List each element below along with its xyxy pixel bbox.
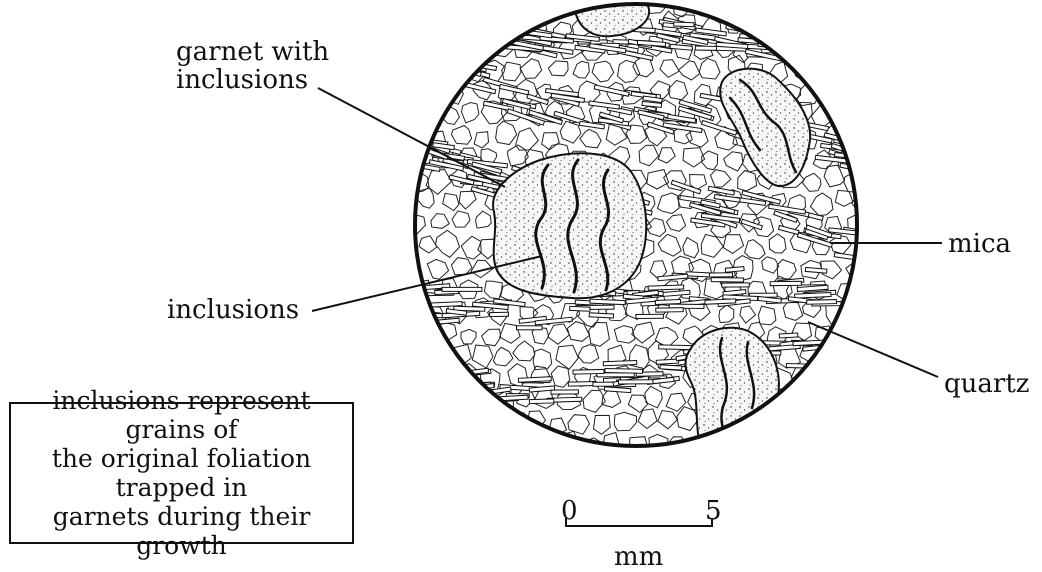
scale-bar bbox=[566, 518, 712, 527]
mica-flake bbox=[456, 13, 496, 22]
quartz-grain bbox=[391, 238, 412, 257]
mica-flake bbox=[660, 365, 682, 370]
mica-flake bbox=[776, 47, 800, 51]
note-line-2: the original foliation trapped in bbox=[11, 444, 352, 502]
quartz-label: quartz bbox=[944, 370, 1029, 398]
quartz-grain bbox=[473, 38, 495, 57]
scale-unit-label: mm bbox=[614, 543, 663, 571]
mica-flake bbox=[761, 35, 792, 43]
mica-flake bbox=[674, 22, 694, 27]
mica-flake bbox=[809, 359, 849, 366]
quartz-grain bbox=[430, 342, 450, 361]
mica-flake bbox=[846, 311, 865, 317]
mica-flake bbox=[439, 65, 458, 73]
quartz-grain bbox=[389, 190, 409, 209]
mica-flake bbox=[603, 360, 637, 365]
scale-min-label: 0 bbox=[561, 497, 578, 525]
mica-flake bbox=[570, 306, 590, 311]
mica-flake bbox=[709, 273, 732, 277]
explanation-note-box: inclusions represent grains of the origi… bbox=[9, 402, 354, 544]
quartz-grain bbox=[504, 17, 521, 34]
mica-flake bbox=[410, 41, 448, 57]
quartz-grain bbox=[822, 83, 841, 103]
mica-flake bbox=[482, 15, 502, 19]
thin-section-view bbox=[389, 0, 877, 474]
quartz-grain bbox=[417, 327, 438, 347]
quartz-grain bbox=[826, 348, 845, 368]
mica-flake bbox=[648, 285, 684, 290]
mica-flake bbox=[779, 333, 798, 338]
quartz-grain bbox=[857, 235, 878, 254]
mica-flake bbox=[551, 390, 578, 394]
note-line-3: garnets during their growth bbox=[11, 502, 352, 560]
mica-flake bbox=[656, 359, 678, 364]
mica-flake bbox=[419, 55, 450, 66]
quartz-grain bbox=[780, 389, 802, 414]
mica-flake bbox=[821, 362, 842, 369]
mica-flake bbox=[781, 40, 810, 51]
mica-flake bbox=[807, 300, 837, 305]
quartz-grain bbox=[430, 85, 451, 103]
quartz-grain bbox=[633, 457, 651, 474]
mica-flake bbox=[568, 381, 596, 386]
mica-flake bbox=[470, 30, 495, 38]
mica-flake bbox=[705, 299, 736, 304]
mica-flake bbox=[605, 368, 643, 373]
inclusions-label: inclusions bbox=[167, 296, 299, 324]
mica-flake bbox=[411, 310, 433, 314]
mica-flake bbox=[589, 313, 613, 318]
mica-flake bbox=[409, 56, 440, 65]
quartz-grain bbox=[832, 104, 857, 125]
mica-flake bbox=[490, 312, 509, 316]
garnet-label-line-1: garnet with bbox=[176, 38, 329, 66]
quartz-grain bbox=[541, 0, 559, 12]
note-line-1: inclusions represent grains of bbox=[11, 386, 352, 444]
mica-flake bbox=[486, 23, 506, 31]
mica-flake bbox=[770, 281, 801, 285]
garnet-label-line-2: inclusions bbox=[176, 66, 329, 94]
quartz-leader-line bbox=[808, 322, 938, 377]
garnet-with-inclusions-label: garnet with inclusions bbox=[176, 38, 329, 94]
mica-flake bbox=[517, 326, 543, 330]
quartz-grain bbox=[795, 62, 814, 81]
mica-flake bbox=[453, 393, 480, 401]
garnet-main bbox=[493, 153, 646, 298]
mica-flake bbox=[482, 38, 506, 44]
quartz-grain bbox=[748, 12, 767, 35]
mica-flake bbox=[793, 340, 824, 346]
quartz-grain bbox=[712, 0, 735, 14]
mica-flake bbox=[823, 363, 854, 368]
mica-label: mica bbox=[948, 230, 1011, 258]
mica-flake bbox=[695, 46, 716, 50]
mica-flake bbox=[711, 278, 743, 282]
mica-flake bbox=[722, 283, 750, 287]
mica-flake bbox=[475, 28, 514, 36]
mica-flake bbox=[442, 287, 482, 291]
quartz-grain bbox=[418, 103, 437, 124]
quartz-grain bbox=[783, 40, 804, 59]
quartz-grain bbox=[848, 301, 866, 320]
mica-flake bbox=[424, 387, 455, 393]
garnet-lower-right bbox=[686, 328, 779, 446]
quartz-grain bbox=[859, 283, 876, 298]
mica-flake bbox=[419, 73, 445, 82]
scale-max-label: 5 bbox=[705, 497, 722, 525]
quartz-grain bbox=[854, 148, 877, 171]
mica-flake bbox=[655, 300, 680, 305]
mica-flake bbox=[425, 69, 443, 75]
mica-flake bbox=[461, 16, 492, 22]
quartz-grain bbox=[404, 301, 427, 328]
mica-flake bbox=[432, 390, 469, 400]
quartz-grain bbox=[533, 430, 556, 452]
mica-flake bbox=[656, 308, 683, 312]
mica-flake bbox=[826, 356, 851, 363]
mica-flake bbox=[529, 399, 554, 404]
quartz-grain bbox=[848, 128, 869, 147]
mica-flake bbox=[636, 314, 664, 318]
quartz-grain bbox=[813, 367, 832, 388]
mica-flake bbox=[618, 380, 653, 384]
mica-flake bbox=[573, 369, 604, 374]
mica-flake bbox=[437, 392, 460, 399]
